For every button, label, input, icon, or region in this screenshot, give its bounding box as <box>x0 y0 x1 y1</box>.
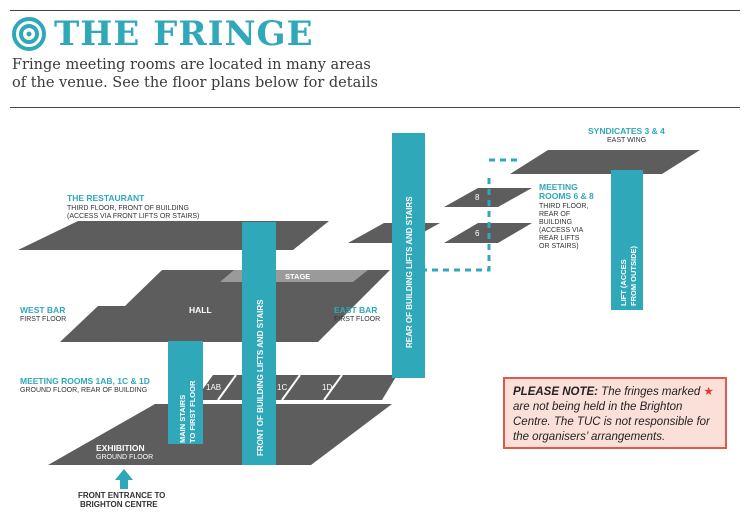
exhibition-floor <box>48 404 392 465</box>
restaurant-detail-1: THIRD FLOOR, FRONT OF BUILDING <box>67 205 189 212</box>
hall-label: HALL <box>189 305 212 315</box>
rear-lifts-label: REAR OF BUILDING LIFTS AND STAIRS <box>405 196 414 348</box>
west-bar-floor <box>60 306 138 342</box>
header: THE FRINGE <box>12 14 314 54</box>
meeting-6-8-detail-1: THIRD FLOOR, <box>539 203 588 210</box>
subtitle-line-1: Fringe meeting rooms are located in many… <box>12 57 371 73</box>
room-8-label: 8 <box>475 193 480 202</box>
syndicates-detail: EAST WING <box>607 137 646 144</box>
hall-floor <box>88 270 390 342</box>
bottom-rule <box>10 107 740 108</box>
room-1ab-label: 1AB <box>206 383 221 392</box>
meeting-6-8-detail-4: (ACCESS VIA <box>539 227 584 234</box>
west-bar-detail: FIRST FLOOR <box>20 316 66 323</box>
up-arrow-icon <box>115 469 133 489</box>
meeting-6-8-detail-6: OR STAIRS) <box>539 243 579 250</box>
note-prefix: PLEASE NOTE: <box>513 386 598 398</box>
entrance-line-1: FRONT ENTRANCE TO <box>78 491 165 500</box>
note-text-1: The fringes marked <box>597 386 704 398</box>
meeting-6-8-detail-2: REAR OF <box>539 211 570 218</box>
room-1c-label: 1C <box>277 383 287 392</box>
room-8-floor <box>444 188 532 207</box>
stage-label: STAGE <box>285 272 310 281</box>
main-stairs-shaft <box>168 341 203 444</box>
main-stairs-label-2: TO FIRST FLOOR <box>188 380 197 443</box>
lift-outside-shaft <box>611 170 643 310</box>
page-title: THE FRINGE <box>54 14 314 54</box>
meeting-rooms-1-name: MEETING ROOMS 1AB, 1C & 1D <box>20 376 150 386</box>
east-bar-detail: FIRST FLOOR <box>334 316 380 323</box>
access-path <box>424 178 491 272</box>
lift-outside-label-1: LIFT (ACCES <box>619 259 628 306</box>
west-bar-name: WEST BAR <box>20 305 65 315</box>
star-icon: ★ <box>703 386 714 398</box>
syndicates-floor <box>510 150 700 174</box>
meeting-rooms-1-floor <box>195 375 397 400</box>
room-6-label: 6 <box>475 229 480 238</box>
page-subtitle: Fringe meeting rooms are located in many… <box>12 56 612 92</box>
subtitle-line-2: of the venue. See the floor plans below … <box>12 75 378 91</box>
front-lifts-label: FRONT OF BUILDING LIFTS AND STAIRS <box>256 299 265 456</box>
restaurant-name: THE RESTAURANT <box>67 193 145 203</box>
target-icon <box>12 17 46 51</box>
please-note-box: PLEASE NOTE: The fringes marked ★ are no… <box>503 377 727 449</box>
restaurant-floor <box>18 221 329 250</box>
room-1d-label: 1D <box>322 383 332 392</box>
lift-outside-label-2: FROM OUTSIDE) <box>629 246 638 306</box>
meeting-6-8-detail-3: BUILDING <box>539 219 572 226</box>
rear-lifts-shaft <box>392 133 425 378</box>
exhibition-detail: GROUND FLOOR <box>96 454 153 461</box>
meeting-6-8-line-1: MEETING <box>539 182 578 192</box>
entrance-line-2: BRIGHTON CENTRE <box>80 500 158 509</box>
meeting-6-8-detail-5: REAR LIFTS <box>539 235 580 242</box>
syndicates-name: SYNDICATES 3 & 4 <box>588 126 665 136</box>
main-stairs-label-1: MAIN STAIRS <box>178 395 187 443</box>
note-text-2: are not being held in the Brighton Centr… <box>513 401 710 443</box>
meeting-6-8-line-2: ROOMS 6 & 8 <box>539 191 594 201</box>
meeting-rooms-1-detail: GROUND FLOOR, REAR OF BUILDING <box>20 387 147 394</box>
exhibition-name: EXHIBITION <box>96 443 145 453</box>
east-bar-name: EAST BAR <box>334 305 377 315</box>
top-rule <box>10 10 740 11</box>
front-lifts-shaft <box>242 222 276 465</box>
restaurant-detail-2: (ACCESS VIA FRONT LIFTS OR STAIRS) <box>67 213 199 220</box>
